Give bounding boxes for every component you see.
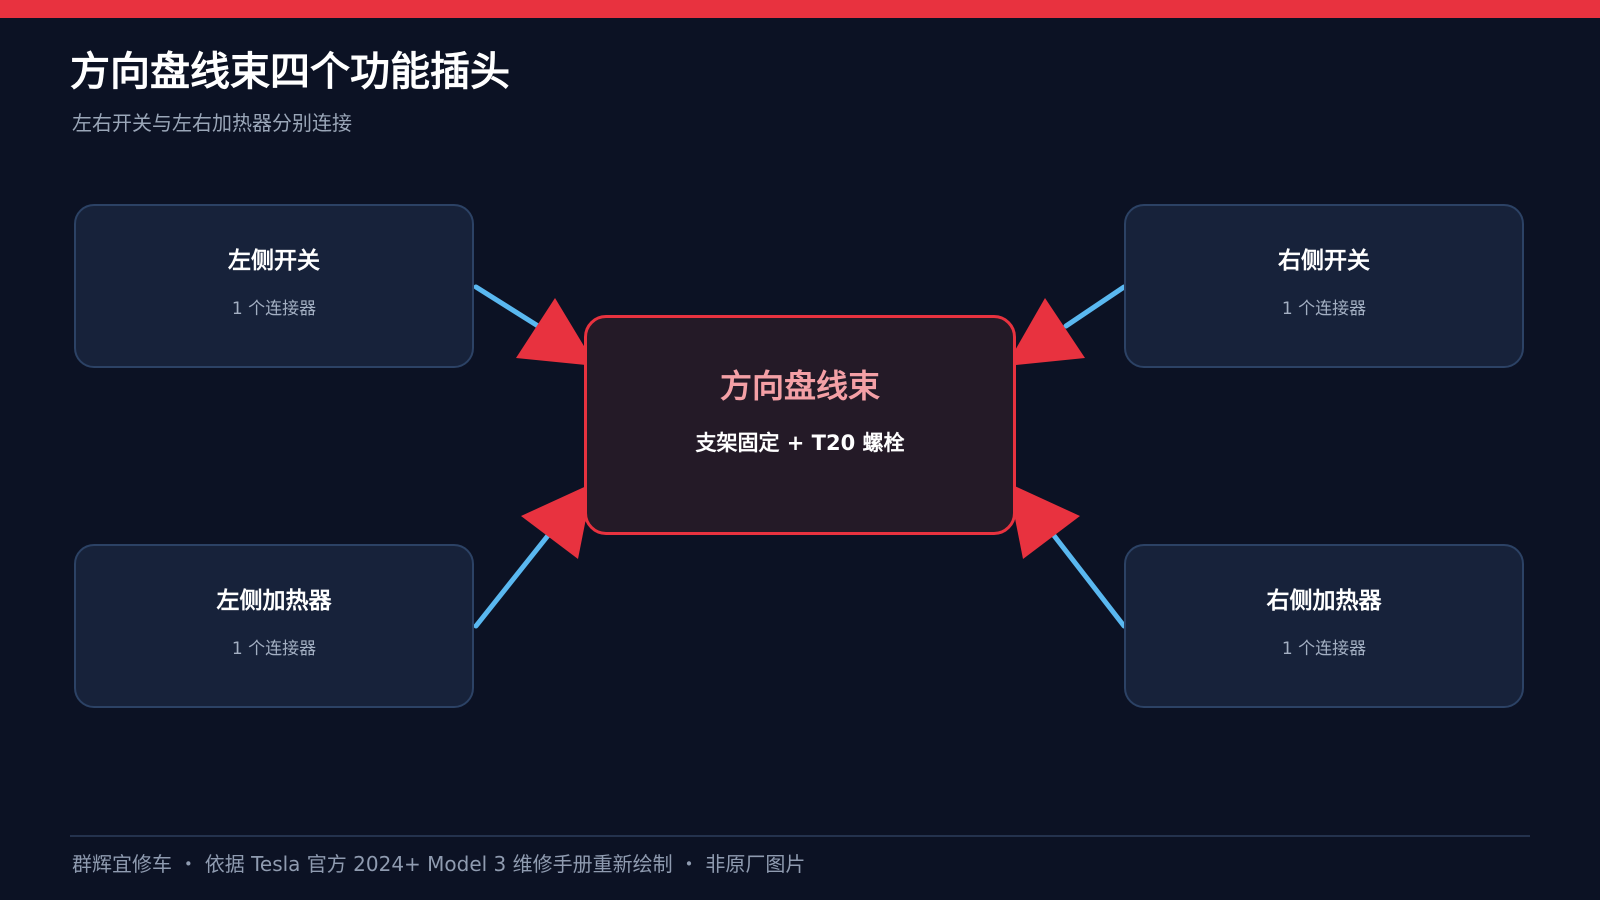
steering-harness-hub: 方向盘线束 支架固定 + T20 螺栓 (584, 315, 1016, 535)
right-switch-title: 右侧开关 (1278, 248, 1370, 274)
arrowhead-right-switch (1006, 298, 1085, 366)
left-switch-subtitle: 1 个连接器 (231, 299, 317, 319)
connector-left-switch (473, 284, 541, 329)
left-switch-node: 左侧开关 1 个连接器 (74, 204, 474, 368)
footer-credit: 群辉宜修车 ・ 依据 Tesla 官方 2024+ Model 3 维修手册重新… (72, 852, 806, 876)
left-heater-title: 左侧加热器 (216, 588, 332, 614)
connector-right-heater (1049, 530, 1127, 629)
right-heater-node: 右侧加热器 1 个连接器 (1124, 544, 1524, 708)
connector-left-heater (473, 530, 553, 629)
arrowhead-left-switch (516, 298, 596, 366)
footer-divider (70, 835, 1530, 837)
right-heater-title: 右侧加热器 (1266, 588, 1382, 614)
right-switch-subtitle: 1 个连接器 (1281, 299, 1367, 319)
left-heater-subtitle: 1 个连接器 (231, 639, 317, 659)
left-switch-title: 左侧开关 (228, 248, 320, 274)
hub-title: 方向盘线束 (719, 367, 880, 405)
hub-subtitle: 支架固定 + T20 螺栓 (695, 431, 905, 455)
page-title: 方向盘线束四个功能插头 (70, 49, 510, 95)
connector-right-switch (1063, 284, 1127, 329)
arrowhead-left-heater (521, 483, 593, 559)
right-switch-node: 右侧开关 1 个连接器 (1124, 204, 1524, 368)
page-subtitle: 左右开关与左右加热器分别连接 (72, 111, 352, 135)
top-accent-bar (0, 0, 1600, 18)
left-heater-node: 左侧加热器 1 个连接器 (74, 544, 474, 708)
arrowhead-right-heater (1008, 483, 1080, 559)
right-heater-subtitle: 1 个连接器 (1281, 639, 1367, 659)
